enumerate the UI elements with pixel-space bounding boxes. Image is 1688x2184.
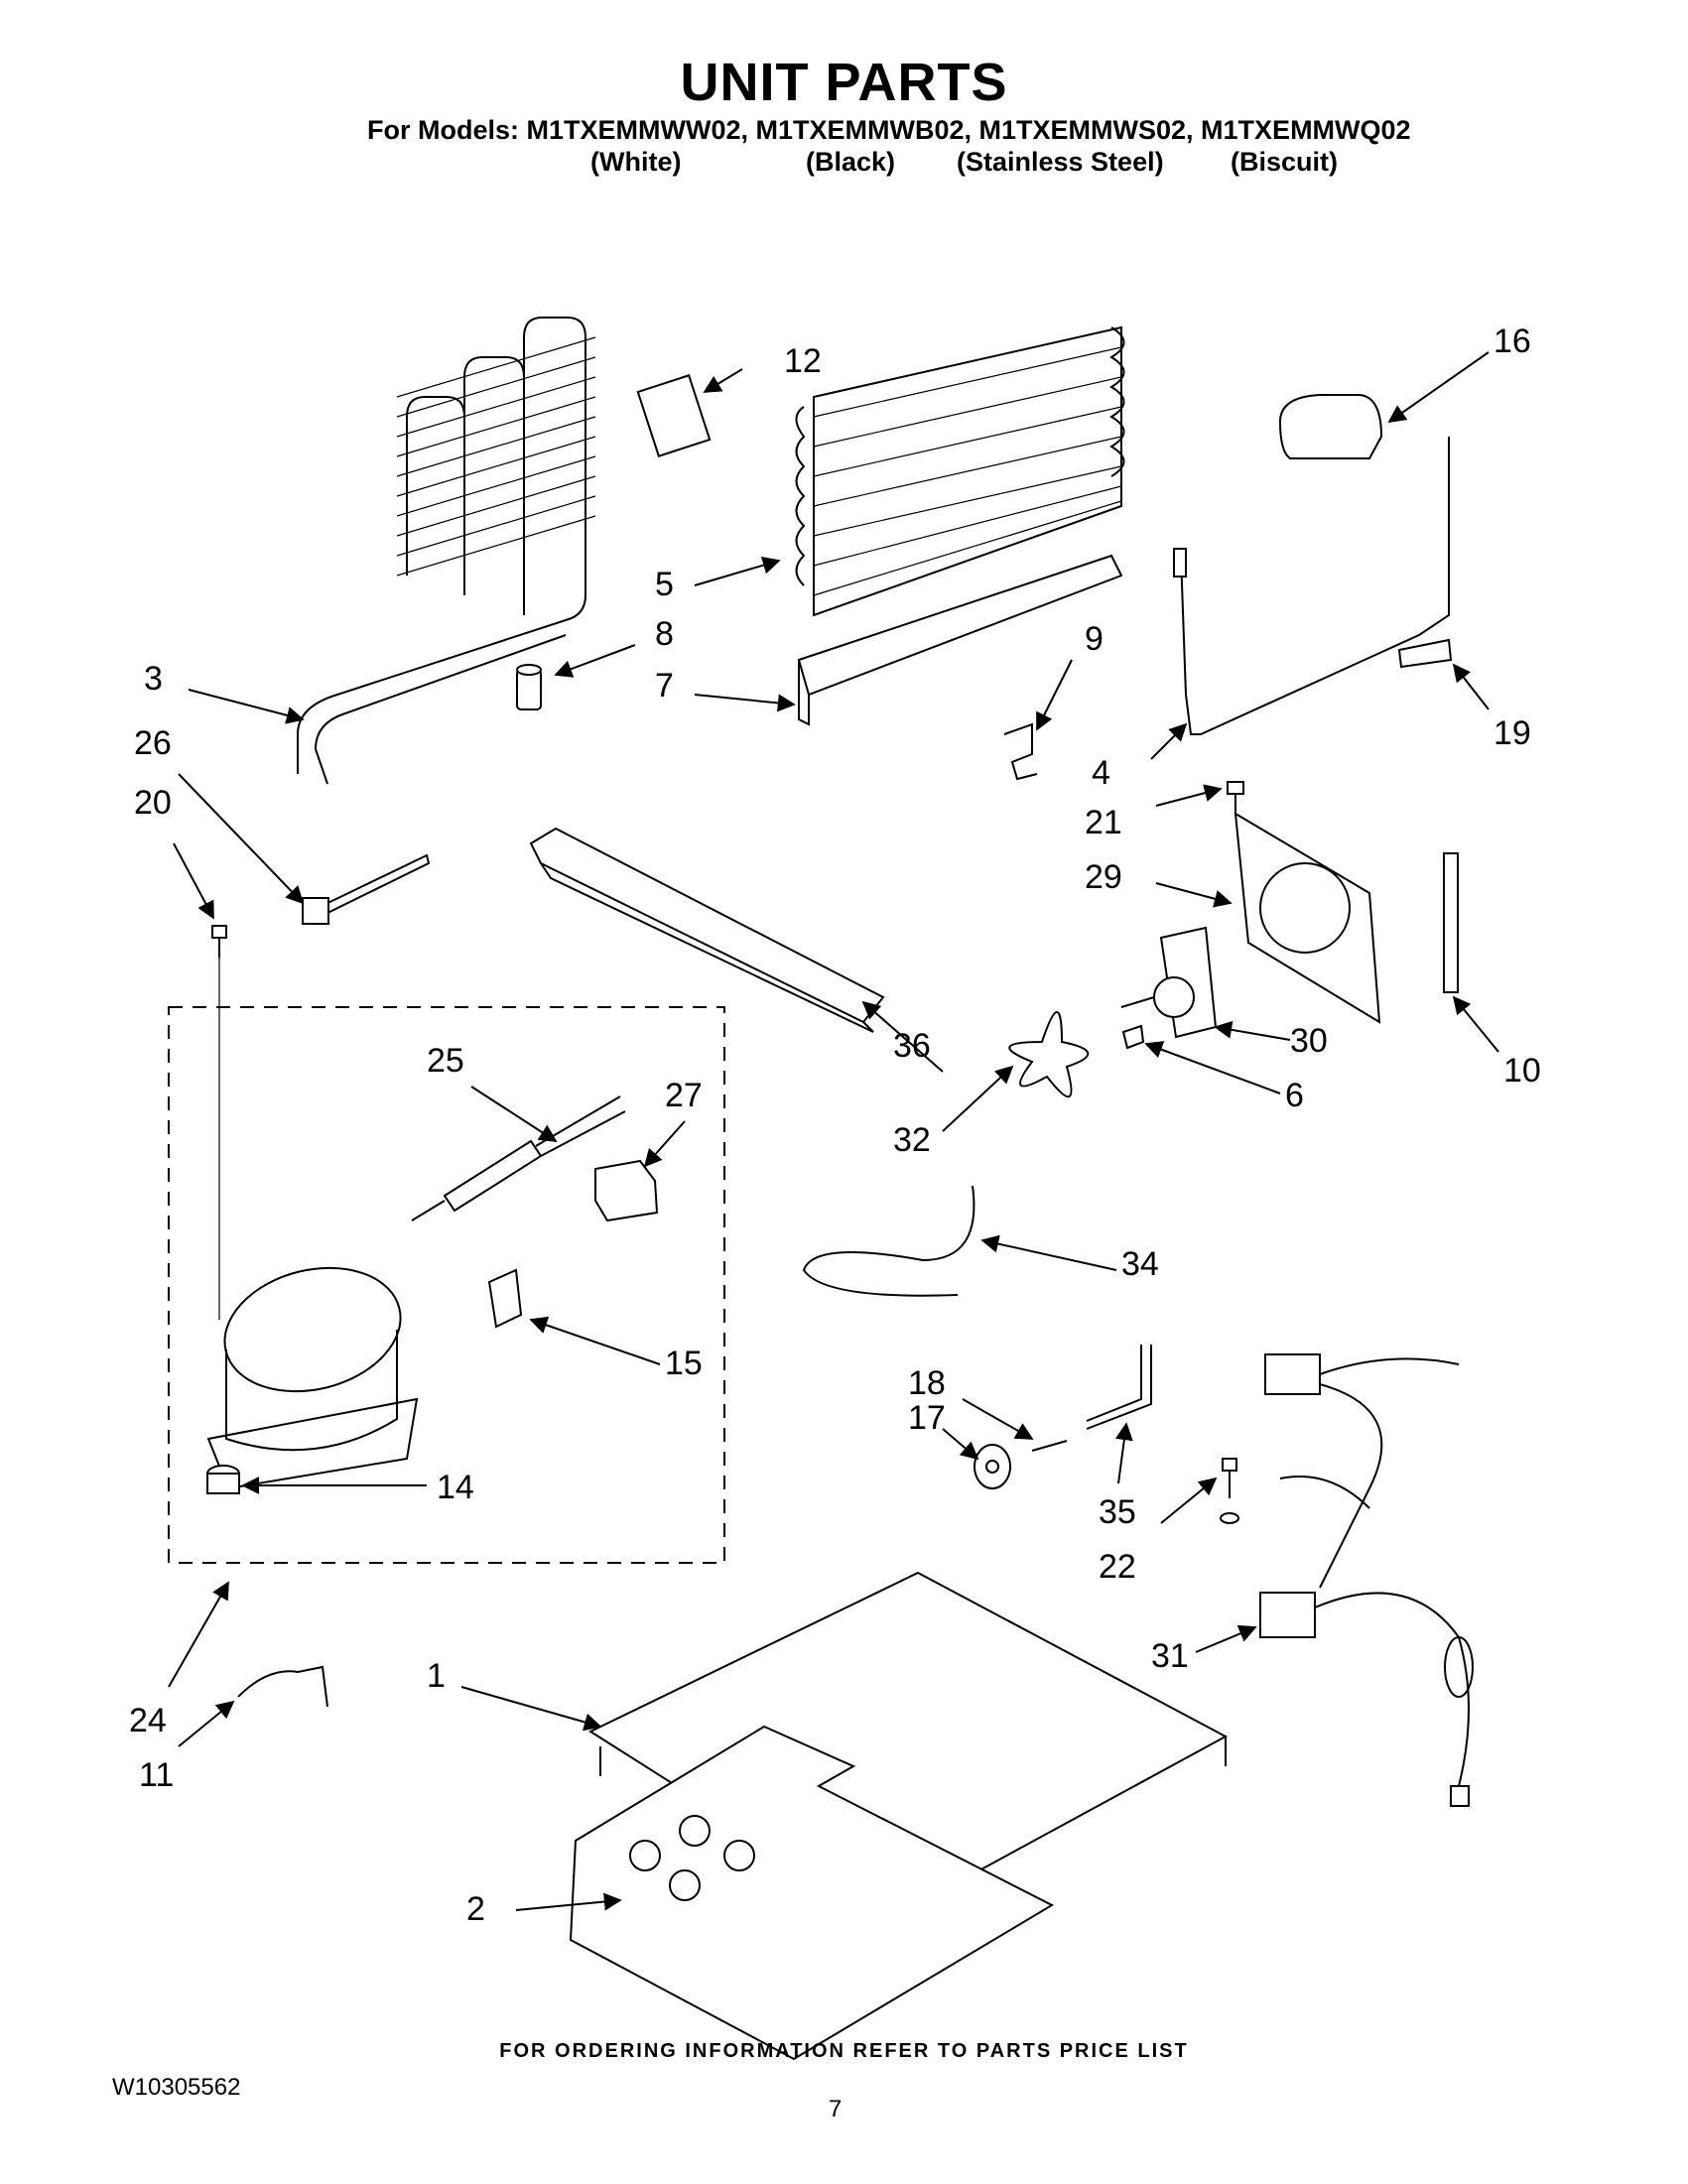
document-number: W10305562	[112, 2074, 241, 2101]
drain-pan-part	[529, 827, 885, 1033]
sensor-wire-part	[1180, 437, 1450, 735]
callout-29: 29	[1085, 858, 1122, 896]
compressor-group-box	[168, 1006, 725, 1564]
relay-part	[594, 1159, 659, 1222]
callout-11: 11	[139, 1756, 174, 1794]
callout-32: 32	[893, 1121, 931, 1159]
callout-24: 24	[129, 1702, 167, 1739]
spacer-part	[516, 664, 542, 710]
callout-2: 2	[466, 1890, 485, 1928]
fan-bracket-part	[1227, 781, 1381, 1024]
callout-31: 31	[1151, 1637, 1189, 1675]
callout-14: 14	[437, 1469, 474, 1506]
callout-15: 15	[665, 1345, 703, 1382]
callout-22: 22	[1099, 1548, 1136, 1586]
drain-trough-part	[797, 554, 1123, 726]
tube-part-34	[802, 1185, 975, 1297]
callout-3: 3	[144, 660, 163, 698]
screw-part-20	[211, 925, 227, 958]
callout-7: 7	[655, 667, 674, 705]
screw-part-22	[1220, 1458, 1239, 1524]
overload-part	[487, 1268, 523, 1329]
callout-12: 12	[784, 342, 822, 380]
pad-part	[636, 374, 712, 457]
callout-17: 17	[908, 1399, 946, 1437]
screw-part-6	[1121, 1024, 1145, 1050]
callout-9: 9	[1085, 620, 1104, 658]
grommet-part	[206, 1465, 240, 1494]
callout-30: 30	[1290, 1022, 1328, 1060]
compressor-part	[206, 1266, 419, 1490]
callout-1: 1	[427, 1657, 446, 1695]
ordering-footer: FOR ORDERING INFORMATION REFER TO PARTS …	[499, 2040, 1189, 2062]
callout-16: 16	[1493, 322, 1531, 360]
callout-35: 35	[1099, 1493, 1136, 1531]
condenser-coil-part	[297, 317, 596, 785]
callout-8: 8	[655, 615, 674, 653]
evaporator-part	[795, 325, 1125, 617]
clip-part	[1003, 722, 1038, 781]
cap-part	[1278, 394, 1383, 459]
roller-part	[974, 1440, 1068, 1489]
callout-21: 21	[1085, 804, 1122, 841]
connector-part	[1173, 548, 1187, 578]
callout-20: 20	[134, 784, 172, 822]
callout-27: 27	[665, 1077, 703, 1114]
callout-4: 4	[1092, 754, 1110, 792]
callout-26: 26	[134, 724, 172, 762]
tube-part-35	[1086, 1345, 1152, 1430]
filter-drier-part	[411, 1095, 626, 1221]
finish-white: (White)	[590, 147, 682, 177]
callout-10: 10	[1503, 1052, 1541, 1090]
base-plate-part	[569, 1725, 1055, 2061]
cable-tie-part	[302, 853, 431, 925]
callout-34: 34	[1121, 1245, 1159, 1283]
callout-25: 25	[427, 1042, 464, 1080]
callout-6: 6	[1285, 1077, 1304, 1114]
clip-part-11	[237, 1665, 328, 1708]
models-line: For Models: M1TXEMMWW02, M1TXEMMWB02, M1…	[367, 115, 1411, 145]
fan-motor-part	[1120, 926, 1218, 1039]
callout-5: 5	[655, 566, 674, 603]
finish-black: (Black)	[806, 147, 896, 177]
page-title: UNIT PARTS	[680, 53, 1008, 112]
retainer-clip-part	[1397, 638, 1453, 669]
callout-19: 19	[1493, 714, 1531, 752]
gasket-strip-part	[1443, 852, 1459, 993]
finish-biscuit: (Biscuit)	[1231, 147, 1338, 177]
callout-36: 36	[893, 1027, 931, 1065]
finish-stainless: (Stainless Steel)	[957, 147, 1164, 177]
callout-18: 18	[908, 1364, 946, 1402]
leader-arrows	[168, 351, 1499, 1911]
fan-blade-part	[1008, 1011, 1090, 1097]
wiring-harness-part	[1259, 1353, 1474, 1807]
page-number: 7	[829, 2096, 843, 2122]
